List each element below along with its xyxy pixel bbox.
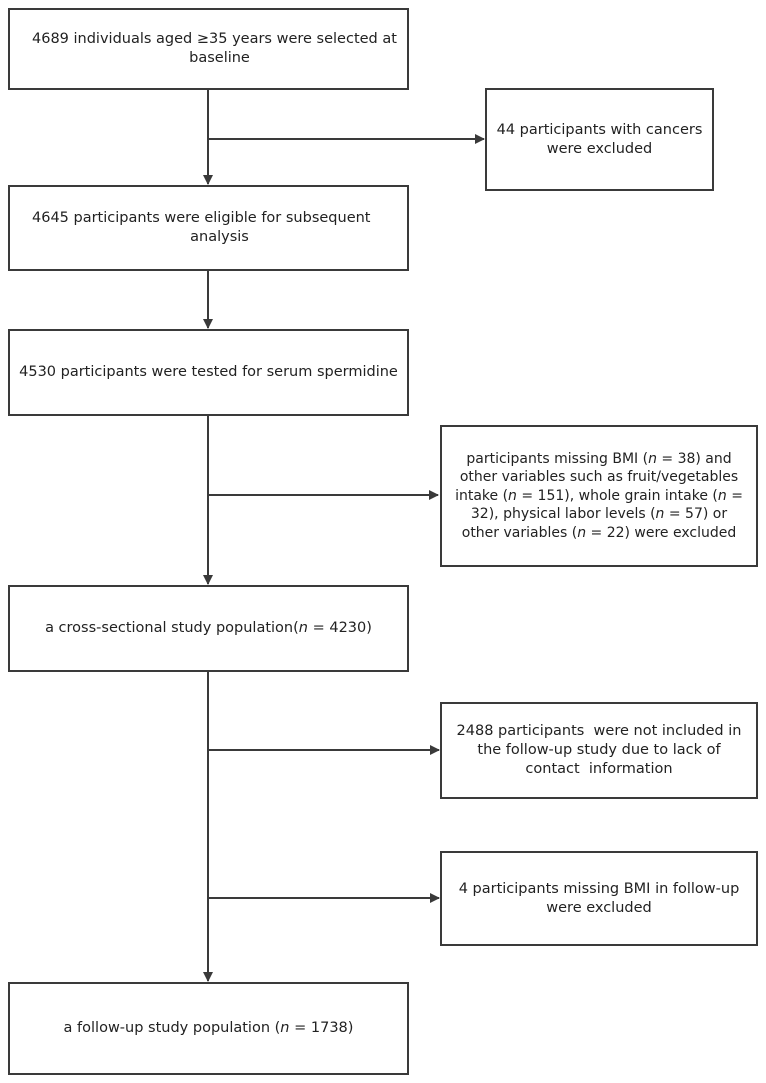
excluded-contact-box: 2488 participants were not included in t…	[440, 702, 758, 799]
excluded-contact-line2: the follow-up study due to lack of	[477, 742, 721, 758]
excluded-contact-line1: 2488 participants were not included in	[456, 723, 742, 739]
eligible-box: 4645 participants were eligible for subs…	[8, 185, 409, 271]
tested-box: 4530 participants were tested for serum …	[8, 329, 409, 416]
excluded-bmi-followup-box: 4 participants missing BMI in follow-up …	[440, 851, 758, 946]
excluded-bmi-followup-line2: were excluded	[546, 899, 652, 916]
excluded-cancer-line2: were excluded	[546, 140, 653, 157]
tested-text: 4530 participants were tested for serum …	[19, 364, 398, 380]
cross-sectional-box: a cross-sectional study population(n = 4…	[8, 585, 409, 672]
excluded-missing-line2: other variables such as fruit/vegetables	[459, 469, 739, 486]
followup-text: a follow-up study population (n = 1738)	[63, 1020, 354, 1036]
excluded-contact-line3: contact information	[525, 761, 673, 777]
cross-sectional-text: a cross-sectional study population(n = 4…	[45, 620, 372, 636]
baseline-text-line2: baseline	[189, 50, 250, 66]
excluded-missing-line5: other variables (n = 22) were excluded	[461, 524, 737, 541]
eligible-text-line2: analysis	[190, 229, 249, 245]
baseline-box: 4689 individuals aged ≥35 years were sel…	[8, 8, 409, 90]
excluded-missing-box: participants missing BMI (n = 38) and ot…	[440, 425, 758, 567]
eligible-text-line1: 4645 participants were eligible for subs…	[32, 210, 371, 226]
excluded-missing-line4: 32), physical labor levels (n = 57) or	[470, 506, 728, 523]
excluded-bmi-followup-line1: 4 participants missing BMI in follow-up	[458, 880, 740, 897]
excluded-missing-line3: intake (n = 151), whole grain intake (n …	[455, 487, 743, 504]
excluded-cancer-box: 44 participants with cancers were exclud…	[485, 88, 714, 191]
excluded-missing-line1: participants missing BMI (n = 38) and	[466, 450, 732, 467]
excluded-cancer-line1: 44 participants with cancers	[496, 121, 703, 138]
followup-box: a follow-up study population (n = 1738)	[8, 982, 409, 1075]
baseline-text-line1: 4689 individuals aged ≥35 years were sel…	[32, 31, 397, 47]
